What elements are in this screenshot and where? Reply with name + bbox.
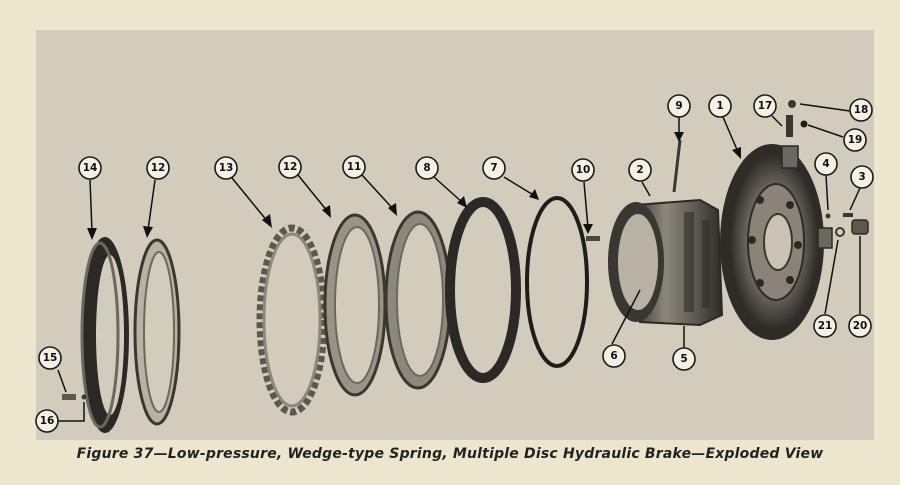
part-12-plate-left [133,238,181,426]
callout-14: 14 [78,156,102,180]
callout-10: 10 [571,158,595,182]
callout-13: 13 [214,156,238,180]
callout-label: 1 [716,100,723,112]
callout-2: 2 [628,158,652,182]
part-2-piston-drum [608,198,724,327]
callout-19: 19 [843,128,867,152]
callout-6: 6 [602,344,626,368]
part-10-pin [586,236,600,241]
callout-label: 18 [854,104,869,116]
leader-lines [57,103,861,422]
callout-20: 20 [848,314,872,338]
part-7-o-ring [525,196,589,368]
callout-21: 21 [813,314,837,338]
callout-label: 21 [818,320,833,332]
part-12-plate-center [323,213,387,397]
part-11-disc [384,210,452,390]
callout-label: 10 [576,164,591,176]
callout-label: 12 [283,161,298,173]
part-13-toothed-disc [256,224,328,416]
callout-label: 9 [675,100,682,112]
callout-4: 4 [814,152,838,176]
callout-7: 7 [482,156,506,180]
callout-label: 12 [151,162,166,174]
part-1-housing [720,144,833,340]
callout-label: 6 [610,350,617,362]
callout-label: 20 [853,320,868,332]
callout-label: 13 [219,162,234,174]
callout-label: 5 [680,353,687,365]
callout-5: 5 [672,347,696,371]
callout-12b: 12 [278,155,302,179]
callout-11: 11 [342,155,366,179]
callout-16: 16 [35,409,59,433]
callout-label: 17 [758,100,773,112]
callout-label: 16 [40,415,55,427]
part-14-spring [80,237,129,433]
callout-label: 11 [347,161,362,173]
callout-9: 9 [667,94,691,118]
callout-label: 14 [83,162,98,174]
figure-caption: Figure 37—Low-pressure, Wedge-type Sprin… [76,446,824,462]
callout-18: 18 [849,98,873,122]
callout-17: 17 [753,94,777,118]
callout-label: 2 [636,164,643,176]
callout-label: 19 [848,134,863,146]
callout-15: 15 [38,346,62,370]
callout-label: 4 [822,158,829,170]
callout-12a: 12 [146,156,170,180]
callout-3: 3 [850,165,874,189]
small-fittings [62,100,869,400]
part-8-ring [445,197,521,383]
callout-label: 3 [858,171,865,183]
callout-label: 8 [423,162,430,174]
callout-label: 7 [490,162,497,174]
callout-1: 1 [708,94,732,118]
part-9-rod [672,139,682,193]
callout-8: 8 [415,156,439,180]
callout-label: 15 [43,352,58,364]
